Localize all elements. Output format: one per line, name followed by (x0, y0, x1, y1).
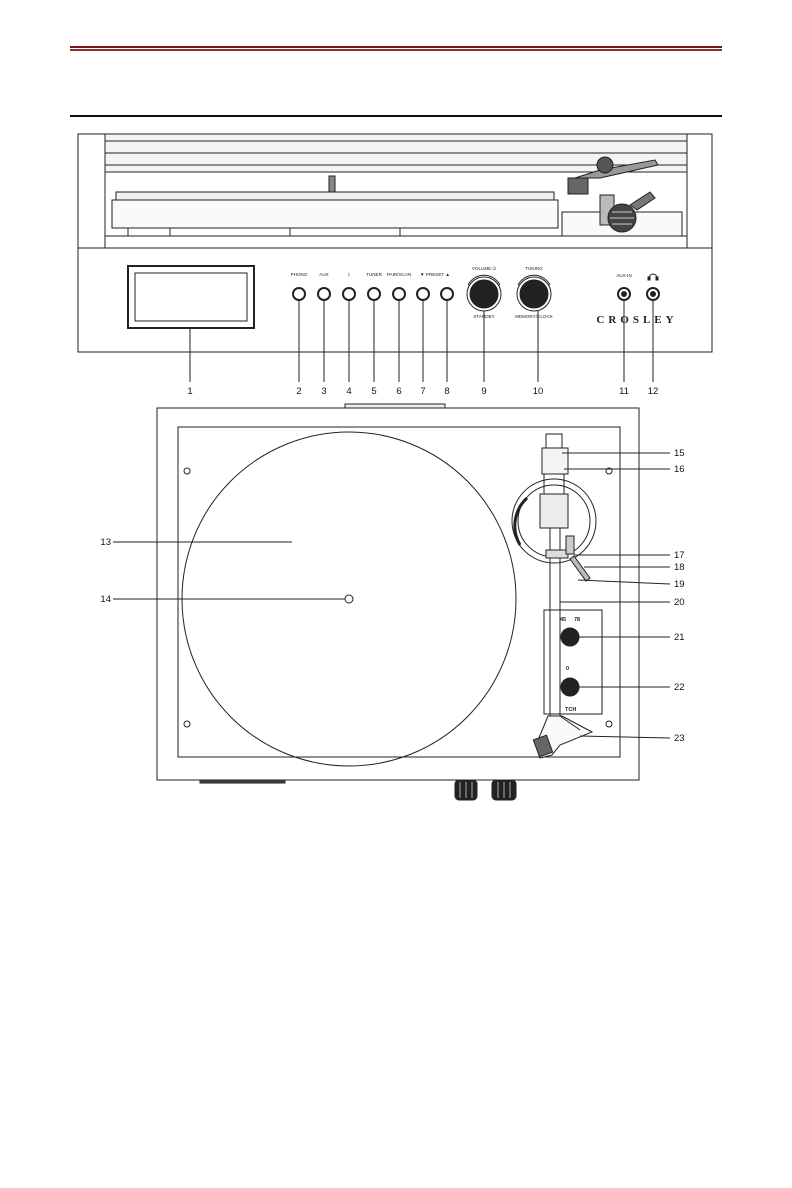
brand-logo: CROSLEY (596, 314, 677, 326)
preset-up-button[interactable] (441, 288, 453, 300)
callout-2: 2 (296, 386, 301, 397)
phono-label: PHONO (291, 272, 308, 277)
callout-21: 21 (674, 632, 685, 643)
callout-19: 19 (674, 579, 685, 590)
aux-button[interactable] (318, 288, 330, 300)
spindle (329, 176, 335, 192)
pitch-knob[interactable] (561, 678, 579, 696)
volume-knob[interactable] (470, 280, 498, 308)
callout-20: 20 (674, 597, 685, 608)
callout-13: 13 (100, 537, 111, 548)
bluetooth-button[interactable] (343, 288, 355, 300)
front-callout-lines (190, 300, 653, 382)
callout-18: 18 (674, 562, 685, 573)
front-callout-numbers: 1 2 3 4 5 6 7 8 9 10 11 12 (187, 386, 658, 397)
callout-16: 16 (674, 464, 685, 475)
bottom-knobs (455, 780, 516, 800)
callout-10: 10 (533, 386, 544, 397)
memory-clock-label: MEMORY/CLOCK (515, 314, 554, 319)
control-panel (544, 610, 602, 714)
callout-1: 1 (187, 386, 192, 397)
top-callout-lines (113, 453, 670, 738)
tuning-label: TUNING (525, 266, 543, 271)
tuning-knob[interactable] (520, 280, 548, 308)
top-callout-numbers: 13 14 15 16 17 18 19 20 21 22 23 (100, 448, 684, 744)
speed-45-label: 45 (560, 617, 566, 623)
phono-button[interactable] (293, 288, 305, 300)
aux-label: AUX (319, 272, 328, 277)
aux-in-label: AUX-IN (616, 273, 632, 278)
callout-8: 8 (444, 386, 449, 397)
callout-4: 4 (346, 386, 351, 397)
callout-9: 9 (481, 386, 486, 397)
tuner-button[interactable] (368, 288, 380, 300)
callout-11: 11 (619, 386, 629, 397)
display-window (128, 266, 254, 328)
callout-23: 23 (674, 733, 685, 744)
callout-7: 7 (420, 386, 425, 397)
callout-12: 12 (648, 386, 659, 397)
callout-5: 5 (371, 386, 376, 397)
pitch-label: TCH (565, 707, 576, 713)
callout-6: 6 (396, 386, 401, 397)
front-platter-top (116, 192, 554, 200)
bluetooth-icon: ᛒ (348, 272, 351, 277)
callout-17: 17 (674, 550, 685, 561)
volume-label: VOLUME ⏻ (472, 266, 497, 271)
headphone-icon (648, 274, 658, 280)
callout-3: 3 (321, 386, 326, 397)
counterweight (542, 448, 568, 474)
preset-label: ▼ PRESET ▲ (420, 272, 450, 277)
lift-lever[interactable] (570, 556, 590, 581)
speed-knob[interactable] (561, 628, 579, 646)
headshell (533, 716, 592, 758)
pairscan-button[interactable] (393, 288, 405, 300)
tuner-label: TUNER (366, 272, 383, 277)
speed-78-label: 78 (574, 617, 580, 623)
pitch-zero-label: 0 (566, 666, 569, 672)
callout-15: 15 (674, 448, 685, 459)
spindle-top (345, 595, 353, 603)
callout-22: 22 (674, 682, 685, 693)
front-platter (112, 200, 558, 228)
preset-down-button[interactable] (417, 288, 429, 300)
pairscan-label: PAIR/SCAN (387, 272, 411, 277)
callout-14: 14 (100, 594, 111, 605)
